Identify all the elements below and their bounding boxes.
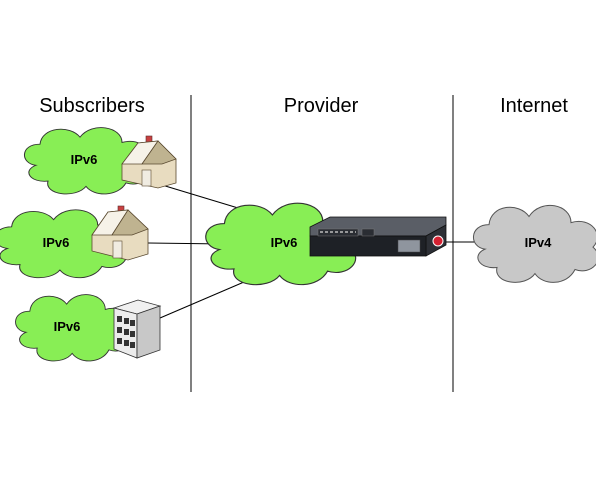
subscriber-cloud-2-label: IPv6 (43, 235, 70, 250)
provider-cloud-label: IPv6 (271, 235, 298, 250)
link-office (159, 281, 245, 319)
section-title-provider: Provider (284, 95, 359, 117)
home-icon (91, 205, 149, 261)
subscriber-cloud-1-label: IPv6 (71, 152, 98, 167)
network-appliance-icon (309, 216, 447, 257)
internet-cloud-label: IPv4 (525, 235, 553, 250)
section-title-internet: Internet (500, 95, 568, 117)
home-icon (121, 135, 177, 189)
subscriber-cloud-3-label: IPv6 (54, 319, 81, 334)
section-title-subscribers: Subscribers (39, 95, 145, 117)
link-home-1 (161, 184, 249, 212)
office-building-icon (112, 299, 162, 359)
